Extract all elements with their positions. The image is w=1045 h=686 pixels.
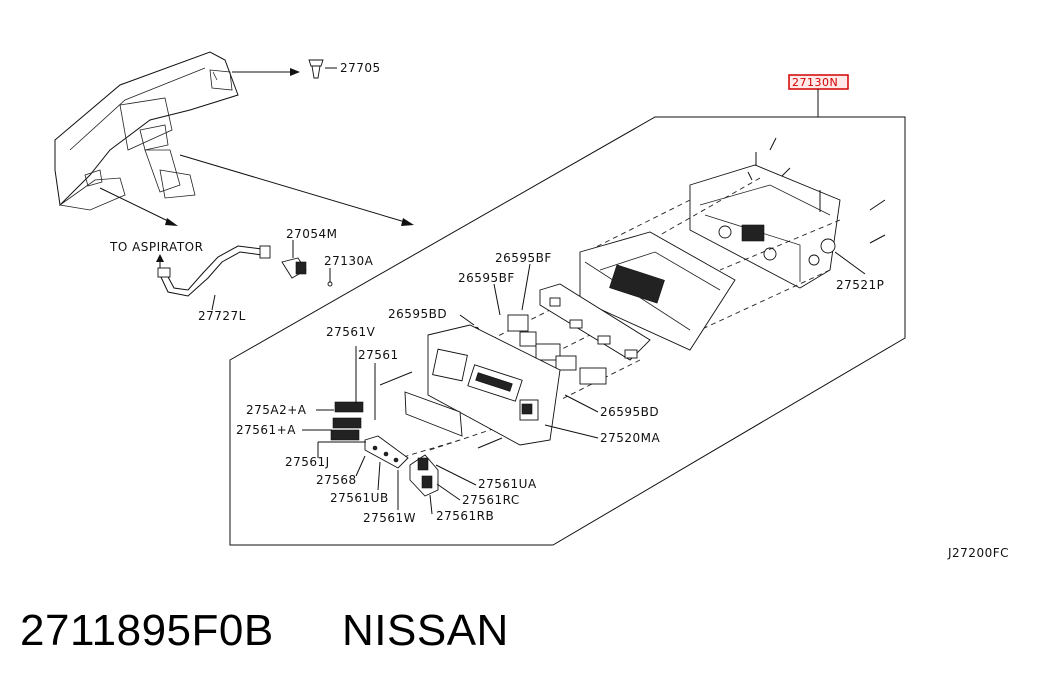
circuit-board [579, 231, 736, 351]
arrow-up-icon [156, 254, 164, 262]
part-number: 2711895F0B [20, 606, 274, 655]
callout-27561: 27561 [358, 348, 399, 362]
screw-icon [477, 437, 503, 449]
callout-27561ub: 27561UB [330, 491, 389, 505]
callout-27561ua: 27561UA [478, 477, 537, 491]
screw-icon [379, 371, 413, 386]
button-group-right [409, 454, 439, 497]
callout-27520ma: 27520MA [600, 431, 661, 445]
callout-27130a: 27130A [324, 254, 374, 268]
callout-27568: 27568 [316, 473, 357, 487]
callout-26595bf-mid: 26595BF [458, 271, 515, 285]
callout-27561rc: 27561RC [462, 493, 520, 507]
housing-screws [747, 137, 886, 244]
callout-27130n: 27130N [792, 76, 838, 89]
callout-27054m: 27054M [286, 227, 338, 241]
callout-27561w: 27561W [363, 511, 416, 525]
callout-26595bd-right: 26595BD [600, 405, 659, 419]
callout-to-aspirator: TO ASPIRATOR [109, 240, 203, 254]
callout-27521p: 27521P [836, 278, 884, 292]
brand-name: NISSAN [342, 606, 509, 655]
bulb-sockets [507, 314, 607, 385]
hose-27727l [157, 245, 271, 297]
control-panel-27520ma [427, 324, 561, 446]
callout-27561j: 27561J [285, 455, 330, 469]
callout-27561rb: 27561RB [436, 509, 494, 523]
arrow-to-control-unit [179, 154, 406, 223]
clip-27705 [308, 59, 324, 79]
arrow-to-hose [99, 187, 171, 223]
sensor-27054m [281, 257, 307, 279]
button-strip-lower [364, 435, 409, 469]
callout-27561v: 27561V [326, 325, 376, 339]
control-unit-housing [689, 164, 841, 289]
callout-27705: 27705 [340, 61, 381, 75]
arrowhead-icon [290, 68, 300, 76]
arrowhead-icon [165, 218, 178, 226]
callout-27727l: 27727L [198, 309, 246, 323]
assembly-boundary [229, 116, 906, 546]
arrowhead-icon [401, 218, 414, 226]
dashboard-illustration [54, 51, 239, 211]
callout-275a2a: 275A2+A [246, 403, 307, 417]
switch-harness [539, 283, 651, 361]
display-lens [404, 391, 463, 437]
callout-26595bf-top: 26595BF [495, 251, 552, 265]
callout-26595bd-left: 26595BD [388, 307, 447, 321]
callout-27561a: 27561+A [236, 423, 296, 437]
button-cluster-left [330, 401, 364, 441]
figure-code: J27200FC [947, 546, 1009, 560]
